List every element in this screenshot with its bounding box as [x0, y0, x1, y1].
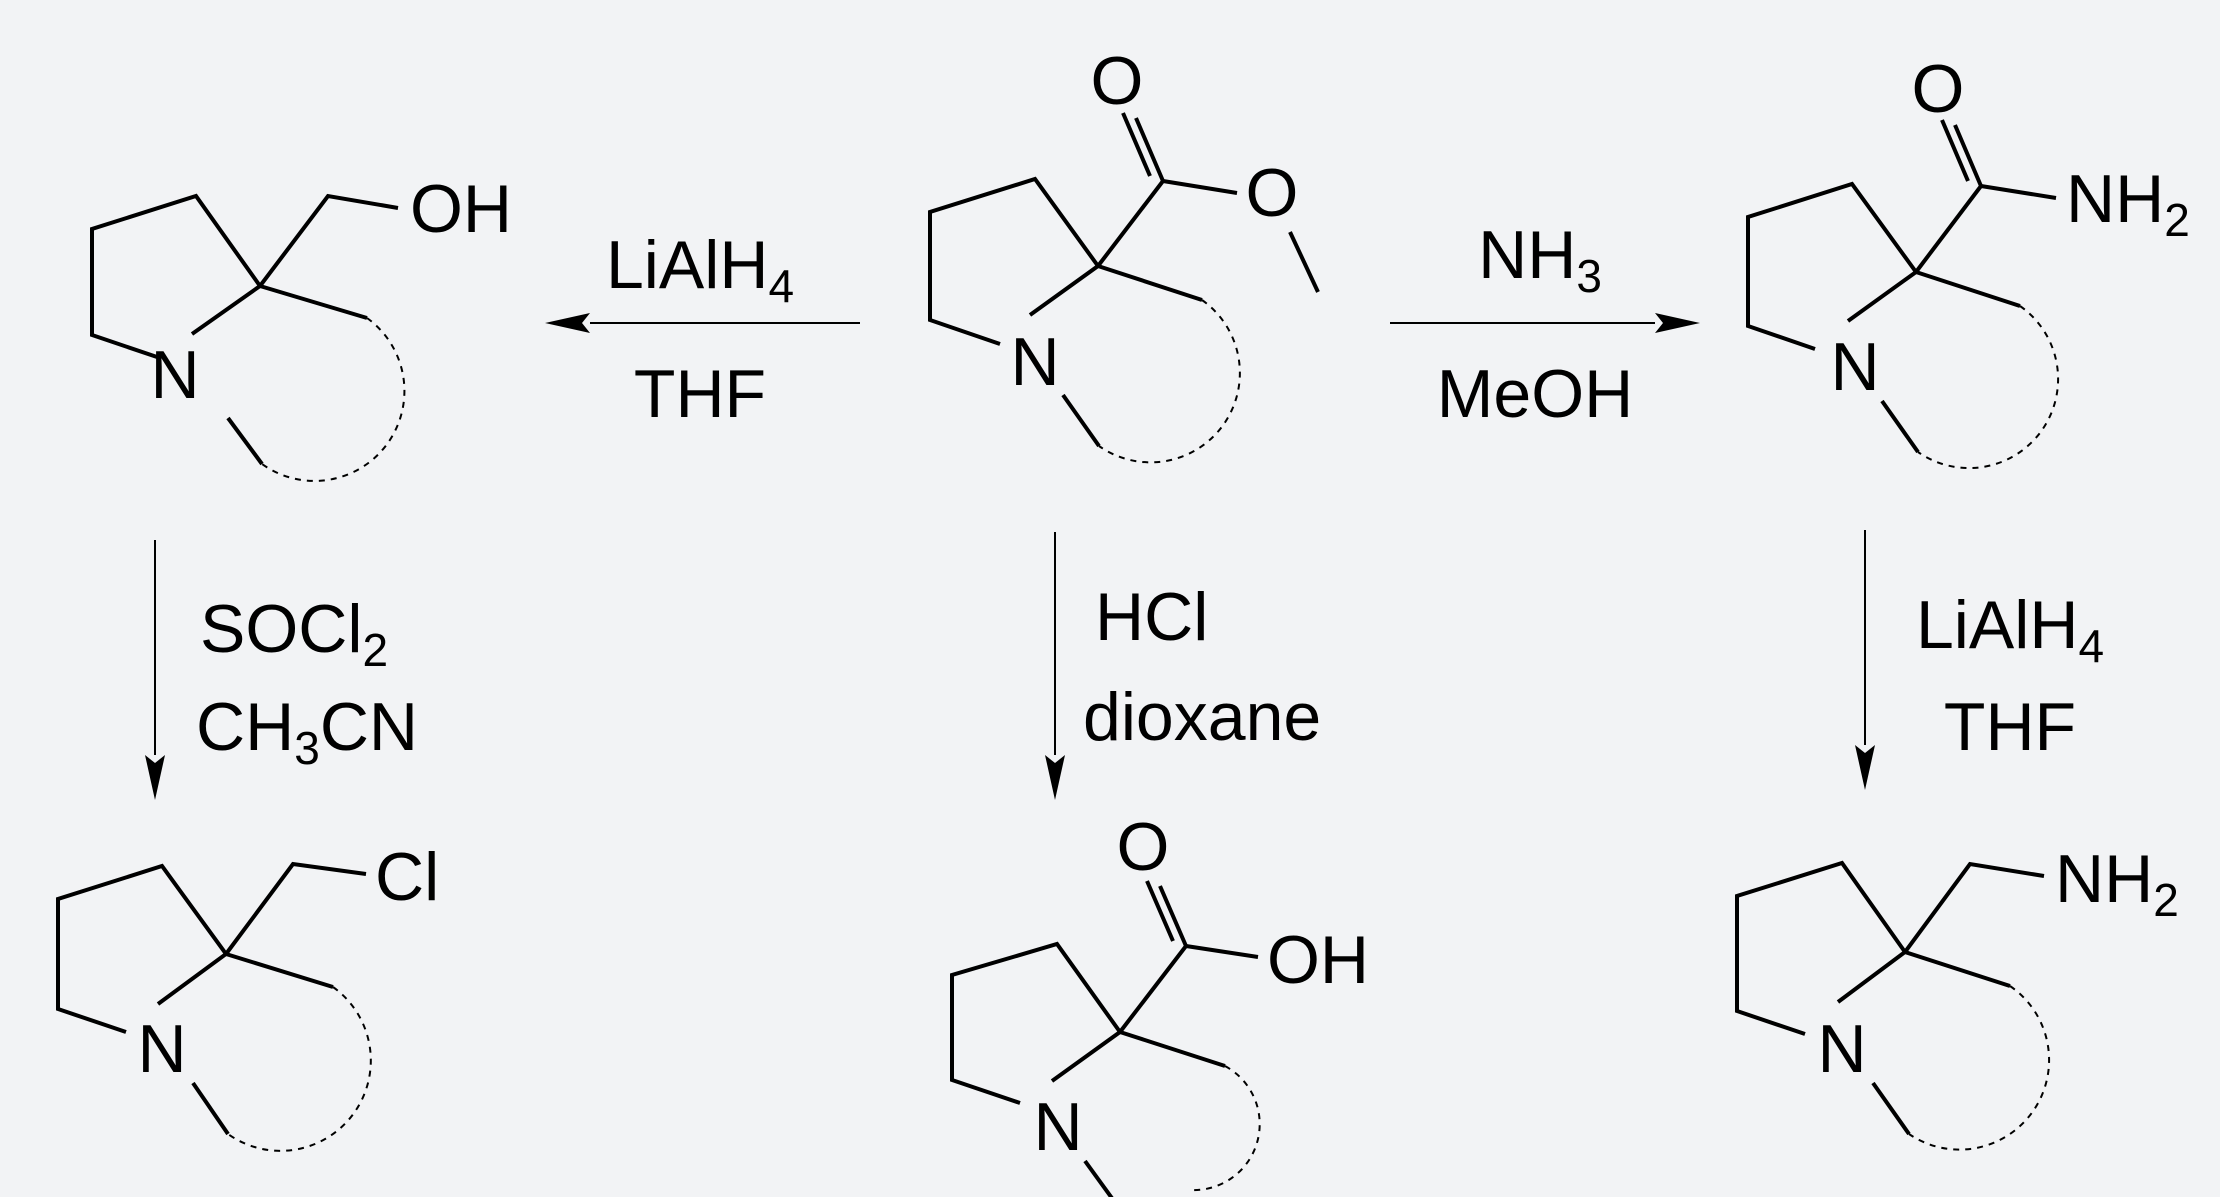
arrow-ester-to-alcohol — [545, 313, 860, 333]
arrow-amide-to-amine — [1855, 530, 1875, 790]
reagent-lialh4: LiAlH4 — [1916, 587, 2104, 672]
reagent-hcl: HCl — [1095, 579, 1208, 655]
hydroxyl-label: OH — [1267, 922, 1369, 998]
molecule-ester: N O O — [928, 43, 1320, 464]
reagents-alcohol-to-chloride: SOCl2 CH3CN — [196, 591, 418, 774]
arrow-alcohol-to-chloride — [145, 540, 165, 800]
ether-oxygen-label: O — [1246, 155, 1299, 231]
reagent-socl2: SOCl2 — [200, 591, 388, 676]
carbonyl-oxygen-label: O — [1117, 809, 1170, 885]
nitrogen-atom-label: N — [1817, 1011, 1866, 1087]
molecule-chloride: N Cl — [56, 839, 439, 1152]
reagents-amide-to-amine: LiAlH4 THF — [1916, 587, 2104, 765]
nitrogen-atom-label: N — [1033, 1089, 1082, 1165]
solvent-thf: THF — [634, 356, 766, 432]
arrow-ester-to-acid — [1045, 532, 1065, 800]
reagents-ester-to-amide: NH3 MeOH — [1437, 217, 1633, 432]
nitrogen-atom-label: N — [150, 337, 199, 413]
chlorine-label: Cl — [375, 839, 439, 915]
reagents-ester-to-alcohol: LiAlH4 THF — [606, 227, 794, 432]
nitrogen-atom-label: N — [137, 1011, 186, 1087]
amide-nh2-label: NH2 — [2066, 161, 2190, 246]
arrow-ester-to-amide — [1390, 313, 1700, 333]
molecule-alcohol: N OH — [90, 171, 512, 482]
amine-nh2-label: NH2 — [2055, 841, 2179, 926]
carbonyl-oxygen-label: O — [1912, 51, 1965, 127]
solvent-dioxane: dioxane — [1083, 679, 1321, 755]
reagents-ester-to-acid: HCl dioxane — [1083, 579, 1321, 755]
hydroxyl-label: OH — [410, 171, 512, 247]
molecule-acid: N O OH — [950, 809, 1369, 1197]
solvent-thf: THF — [1944, 689, 2076, 765]
nitrogen-atom-label: N — [1830, 329, 1879, 405]
solvent-ch3cn: CH3CN — [196, 689, 418, 774]
reagent-nh3: NH3 — [1478, 217, 1602, 302]
molecule-amide: N O NH2 — [1746, 51, 2190, 470]
solvent-meoh: MeOH — [1437, 356, 1633, 432]
reagent-lialh4: LiAlH4 — [606, 227, 794, 312]
carbonyl-oxygen-label: O — [1091, 43, 1144, 119]
molecule-amine: N NH2 — [1735, 841, 2179, 1151]
nitrogen-atom-label: N — [1010, 324, 1059, 400]
